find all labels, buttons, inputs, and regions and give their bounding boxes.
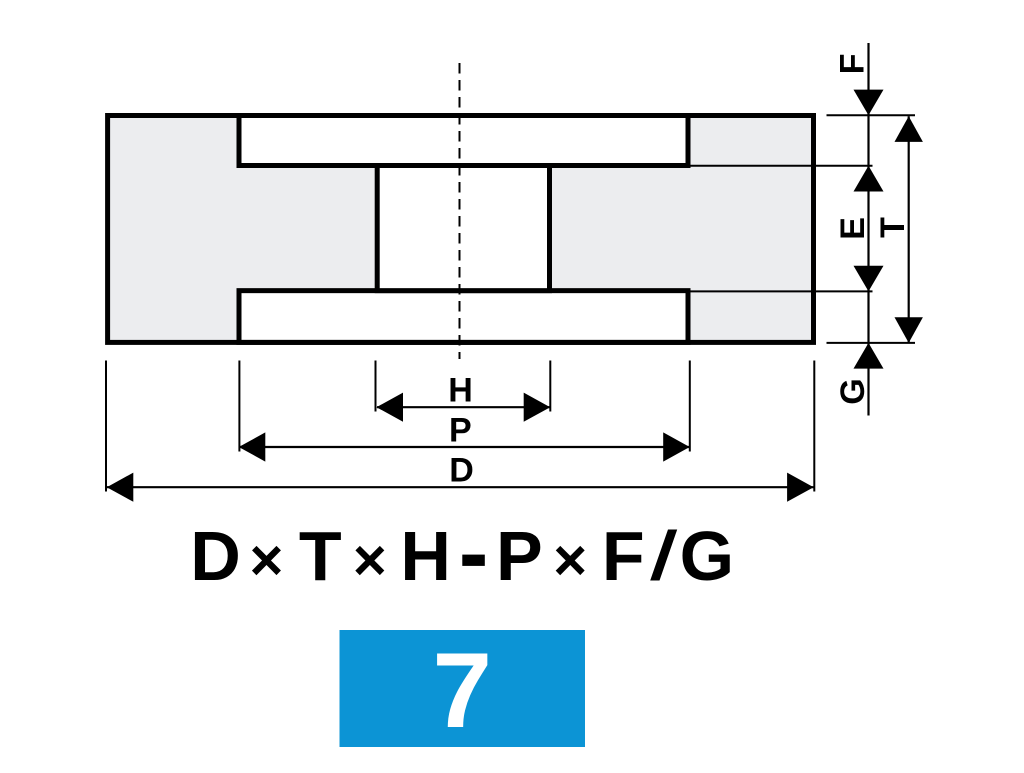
svg-text:E: E — [834, 217, 872, 240]
svg-text:T: T — [874, 217, 912, 238]
svg-text:H: H — [448, 372, 473, 410]
svg-text:F: F — [833, 54, 871, 75]
svg-text:P: P — [449, 412, 472, 450]
svg-text:H: H — [400, 517, 451, 595]
svg-text:×: × — [353, 528, 387, 593]
svg-text:T: T — [299, 517, 342, 595]
svg-text:7: 7 — [432, 630, 492, 750]
svg-text:D: D — [190, 517, 241, 595]
svg-text:G: G — [834, 378, 872, 404]
svg-text:D: D — [449, 452, 474, 490]
svg-text:F: F — [602, 517, 645, 595]
svg-text:G: G — [680, 517, 734, 595]
svg-text:×: × — [553, 528, 587, 593]
svg-text:P: P — [496, 517, 543, 595]
svg-text:×: × — [249, 528, 283, 593]
